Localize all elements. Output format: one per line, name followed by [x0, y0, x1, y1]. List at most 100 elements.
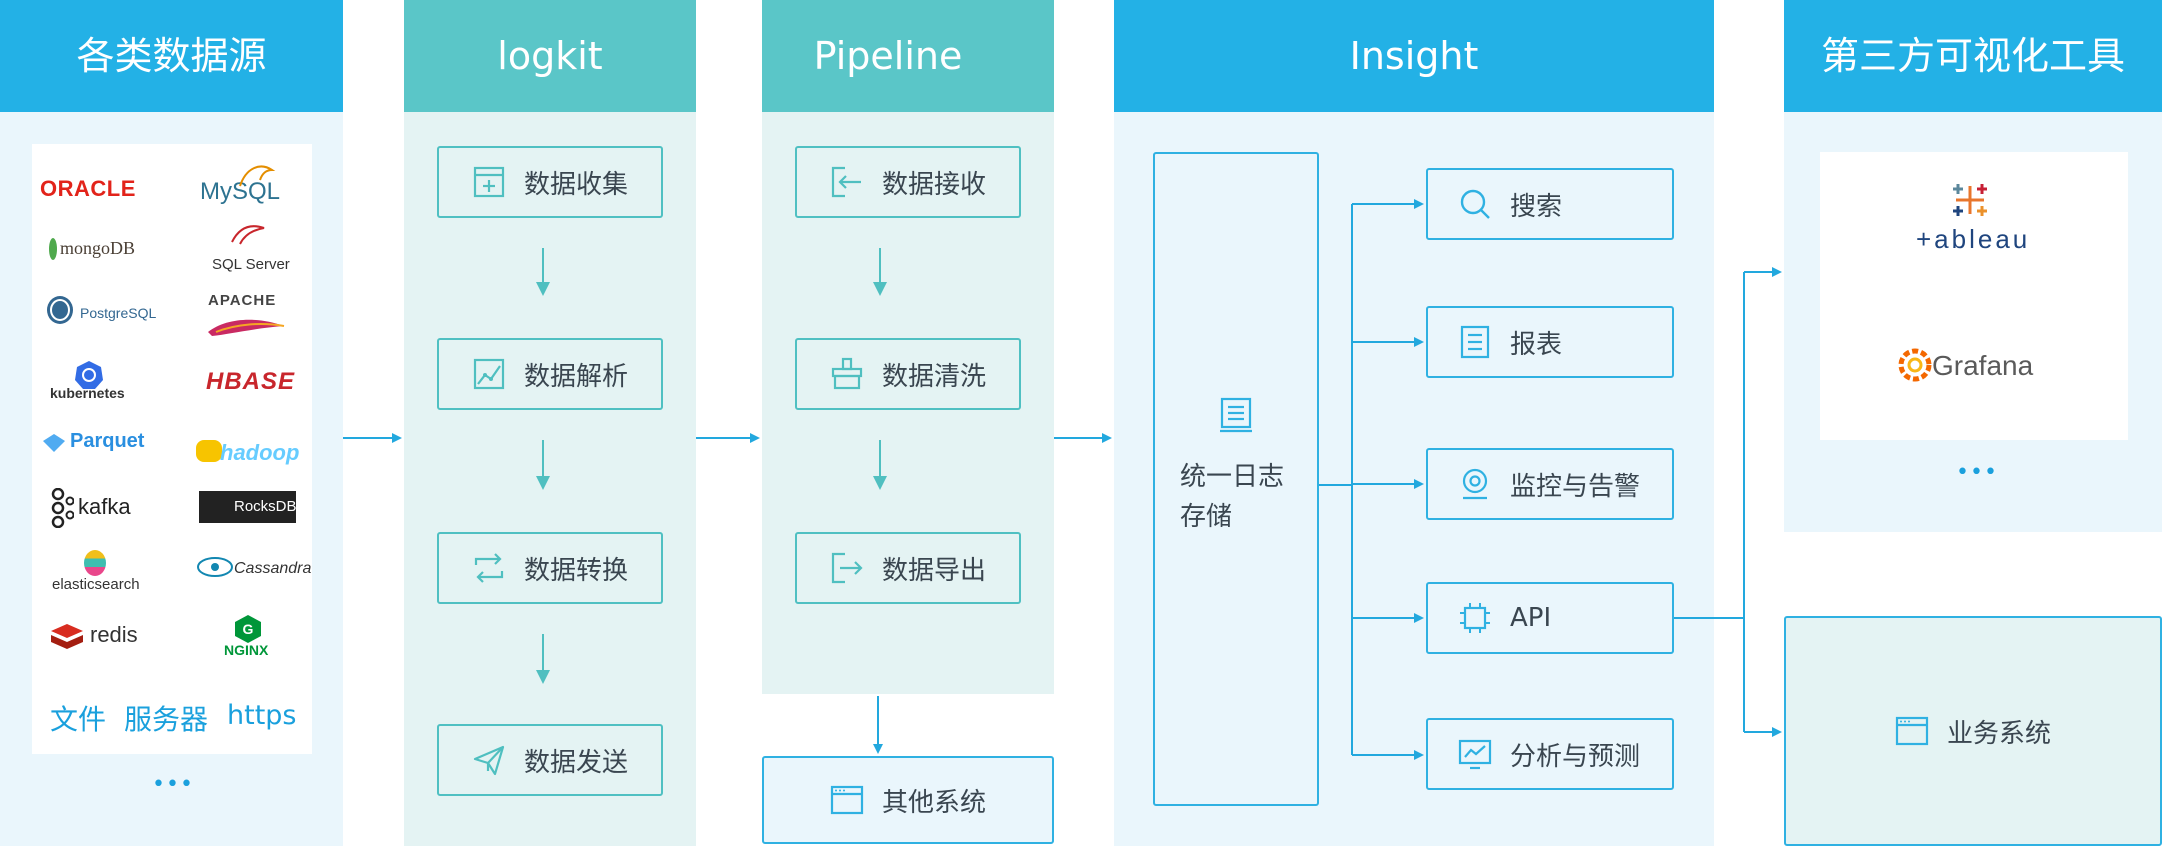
mysql-logo: MySQL — [200, 178, 281, 205]
kafka-icon — [51, 488, 74, 528]
parquet-icon — [43, 434, 65, 452]
insight-feature-api: API — [1426, 582, 1674, 654]
source-https: https — [227, 700, 297, 731]
logkit-step-send: 数据发送 — [437, 724, 663, 796]
insight-feature-search-label: 搜索 — [1510, 191, 1563, 222]
arrowhead-transform-to-send — [536, 670, 550, 684]
nginx-icon: G — [235, 615, 261, 643]
logkit-step-send-label: 数据发送 — [523, 747, 628, 778]
source-server: 服务器 — [124, 703, 209, 736]
other-system-label: 其他系统 — [881, 787, 986, 818]
source-file: 文件 — [50, 703, 107, 736]
pipeline-step-export: 数据导出 — [795, 532, 1021, 604]
oracle-logo: ORACLE — [40, 176, 136, 201]
collect-icon — [472, 165, 506, 199]
parquet-logo: Parquet — [70, 430, 145, 452]
insight-title: Insight — [1114, 0, 1714, 112]
tableau-logo: +ableau — [1916, 224, 2031, 254]
send-plane-icon — [472, 743, 506, 777]
mongodb-leaf-icon — [49, 238, 57, 260]
sources-logo-card — [32, 144, 312, 754]
camera-monitor-icon — [1458, 467, 1492, 501]
storage-label-line1: 统一日志 — [1180, 462, 1285, 492]
sources-more: ••• — [152, 772, 194, 797]
kubernetes-icon — [75, 361, 103, 389]
apache-httpd-logo: APACHE — [208, 292, 277, 309]
kubernetes-logo: kubernetes — [50, 385, 125, 401]
sources-title: 各类数据源 — [0, 0, 343, 112]
mongodb-logo: mongoDB — [60, 238, 136, 258]
pipeline-step-receive-label: 数据接收 — [881, 169, 986, 200]
svg-text:G: G — [243, 621, 254, 637]
grafana-logo: Grafana — [1932, 350, 2034, 381]
storage-label-line2: 存储 — [1180, 502, 1233, 532]
arrowhead-collect-to-parse — [536, 282, 550, 296]
report-list-icon — [1458, 325, 1492, 359]
sqlserver-icon — [231, 225, 265, 245]
rocksdb-logo: RocksDB — [234, 498, 297, 515]
cassandra-logo: Cassandra — [234, 560, 312, 577]
search-icon — [1458, 187, 1492, 221]
api-chip-icon — [1458, 601, 1492, 635]
pipeline-step-receive: 数据接收 — [795, 146, 1021, 218]
hadoop-elephant-icon — [196, 440, 222, 462]
parse-chart-icon — [472, 357, 506, 391]
insight-feature-analysis: 分析与预测 — [1426, 718, 1674, 790]
logkit-title: logkit — [404, 0, 696, 112]
logkit-step-parse-label: 数据解析 — [523, 361, 628, 392]
logkit-step-parse: 数据解析 — [437, 338, 663, 410]
business-system-window-icon — [1895, 714, 1929, 748]
postgresql-elephant-icon — [47, 296, 73, 324]
elasticsearch-icon — [84, 550, 106, 576]
logkit-step-collect: 数据收集 — [437, 146, 663, 218]
insight-feature-report: 报表 — [1426, 306, 1674, 378]
logkit-panel — [404, 112, 696, 846]
receive-icon — [830, 165, 864, 199]
third-party-more: ••• — [1956, 460, 1998, 485]
hadoop-logo: hadoop — [220, 440, 300, 465]
tableau-cross-icon — [1953, 184, 1987, 216]
redis-logo: redis — [90, 622, 138, 647]
redis-icon — [51, 624, 83, 649]
kafka-logo: kafka — [78, 494, 131, 519]
arrowhead-parse-to-transform — [536, 476, 550, 490]
business-system-label: 业务系统 — [1946, 718, 2051, 749]
business-system-box: 业务系统 — [1784, 616, 2162, 846]
insight-feature-analysis-label: 分析与预测 — [1510, 741, 1641, 772]
insight-feature-search: 搜索 — [1426, 168, 1674, 240]
transform-icon — [472, 551, 506, 585]
apache-feather-icon — [208, 319, 285, 336]
pipeline-step-clean: 数据清洗 — [795, 338, 1021, 410]
export-icon — [830, 551, 864, 585]
hbase-logo: HBASE — [206, 368, 296, 395]
pipeline-panel — [762, 112, 1054, 694]
analysis-trend-icon — [1458, 737, 1492, 771]
pipeline-title: Pipeline — [762, 0, 1054, 112]
sqlserver-logo: SQL Server — [212, 256, 290, 273]
storage-document-icon — [1220, 397, 1252, 433]
unified-log-storage-box — [1153, 152, 1319, 806]
elasticsearch-logo: elasticsearch — [52, 576, 140, 593]
other-system-window-icon — [830, 783, 864, 817]
third-party-title: 第三方可视化工具 — [1784, 0, 2162, 112]
pipeline-step-export-label: 数据导出 — [881, 555, 986, 586]
postgresql-logo: PostgreSQL — [80, 305, 157, 321]
logkit-step-transform: 数据转换 — [437, 532, 663, 604]
rocksdb-badge — [199, 491, 296, 523]
logkit-step-transform-label: 数据转换 — [523, 555, 628, 586]
nginx-logo: NGINX — [224, 642, 269, 658]
insight-feature-report-label: 报表 — [1510, 329, 1563, 360]
cassandra-eye-icon — [197, 557, 233, 577]
other-system-box: 其他系统 — [762, 756, 1054, 844]
insight-feature-monitor: 监控与告警 — [1426, 448, 1674, 520]
mysql-dolphin-icon — [239, 165, 276, 187]
arrowhead-clean-to-export — [873, 476, 887, 490]
logkit-step-collect-label: 数据收集 — [523, 169, 628, 200]
insight-feature-monitor-label: 监控与告警 — [1510, 471, 1641, 502]
arrowhead-receive-to-clean — [873, 282, 887, 296]
insight-feature-api-label: API — [1510, 603, 1552, 633]
clean-brush-icon — [830, 357, 864, 391]
grafana-icon — [1898, 348, 1932, 382]
pipeline-step-clean-label: 数据清洗 — [881, 361, 986, 392]
